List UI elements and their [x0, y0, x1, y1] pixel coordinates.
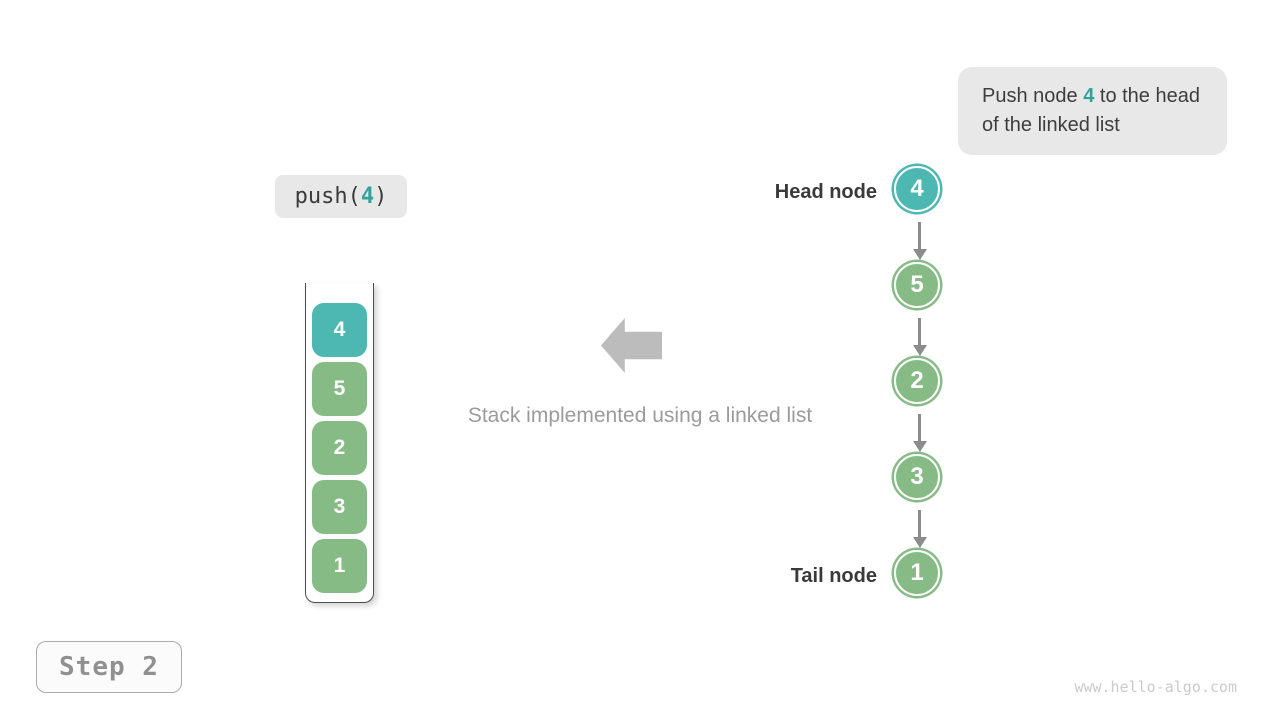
callout-bubble: Push node 4 to the head of the linked li…: [958, 67, 1227, 155]
next-pointer-arrow-line: [918, 318, 921, 345]
stack-box: 1: [312, 539, 367, 593]
next-pointer-arrowhead-icon: [913, 441, 927, 452]
code-prefix: push(: [294, 184, 361, 209]
head-node-label: Head node: [774, 181, 877, 203]
callout-text-after: to the head of the linked list: [982, 85, 1200, 136]
push-operation-code-box: push(4): [275, 175, 407, 218]
next-pointer-arrow-line: [918, 414, 921, 441]
linked-list-node: 5: [894, 262, 940, 308]
site-watermark: www.hello-algo.com: [1074, 678, 1237, 696]
tail-node-label: Tail node: [790, 565, 877, 587]
next-pointer-arrow-line: [918, 510, 921, 537]
stack-box-top: 4: [312, 303, 367, 357]
linked-list-node: 2: [894, 358, 940, 404]
stack-box: 2: [312, 421, 367, 475]
callout-text-before: Push node: [982, 85, 1084, 107]
next-pointer-arrow-line: [918, 222, 921, 249]
linked-list-node-tail: 1: [894, 550, 940, 596]
stack-container: 4 5 2 3 1: [305, 283, 374, 603]
stack-box: 3: [312, 480, 367, 534]
linked-list-node-head: 4: [894, 166, 940, 212]
code-arg-value: 4: [360, 184, 375, 209]
step-badge: Step 2: [36, 641, 182, 693]
next-pointer-arrowhead-icon: [913, 345, 927, 356]
code-suffix: ): [374, 184, 388, 209]
diagram-caption: Stack implemented using a linked list: [467, 404, 813, 427]
block-arrow-left-icon: [601, 318, 662, 373]
linked-list-node: 3: [894, 454, 940, 500]
next-pointer-arrowhead-icon: [913, 249, 927, 260]
next-pointer-arrowhead-icon: [913, 537, 927, 548]
stack-box: 5: [312, 362, 367, 416]
callout-highlight-value: 4: [1083, 85, 1095, 107]
